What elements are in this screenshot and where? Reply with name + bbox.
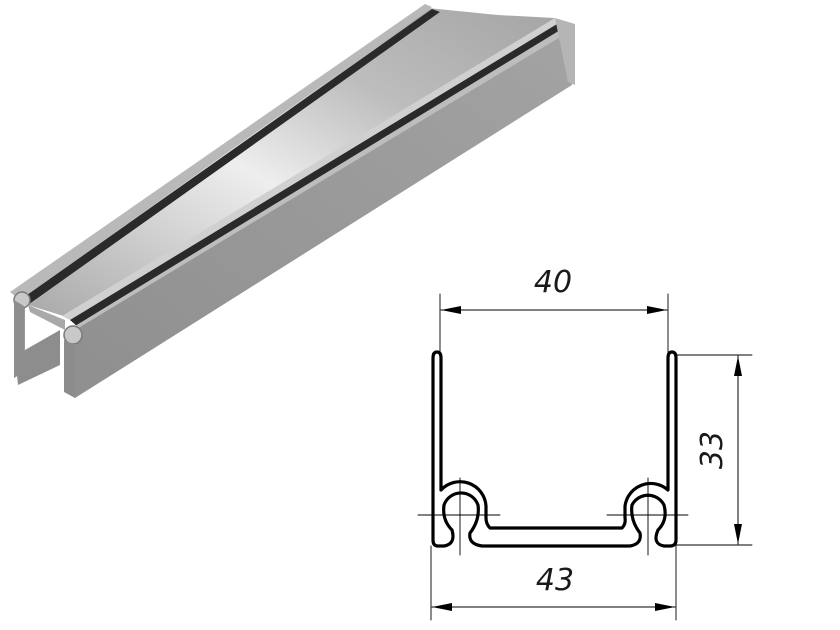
left-downstand xyxy=(14,300,24,378)
left-wall-inner xyxy=(15,330,60,385)
left-rail xyxy=(10,4,432,300)
dim-label-inner-width: 40 xyxy=(534,265,572,300)
cross-section-drawing xyxy=(417,293,753,621)
right-groove xyxy=(70,21,570,327)
extension-lines xyxy=(430,293,753,621)
centerlines xyxy=(417,477,689,556)
near-floor-edge xyxy=(28,305,65,330)
dim-label-height: 33 xyxy=(695,431,730,469)
right-curl-end xyxy=(63,325,83,345)
right-rail xyxy=(62,18,562,320)
left-groove xyxy=(20,9,440,305)
channel-floor xyxy=(28,12,555,318)
right-side-face xyxy=(75,28,575,398)
far-end-cap xyxy=(555,18,575,85)
profile-3d-render xyxy=(10,4,575,398)
dim-label-outer-width: 43 xyxy=(536,563,574,598)
right-downstand-inner xyxy=(64,340,75,398)
profile-outline xyxy=(431,350,678,548)
